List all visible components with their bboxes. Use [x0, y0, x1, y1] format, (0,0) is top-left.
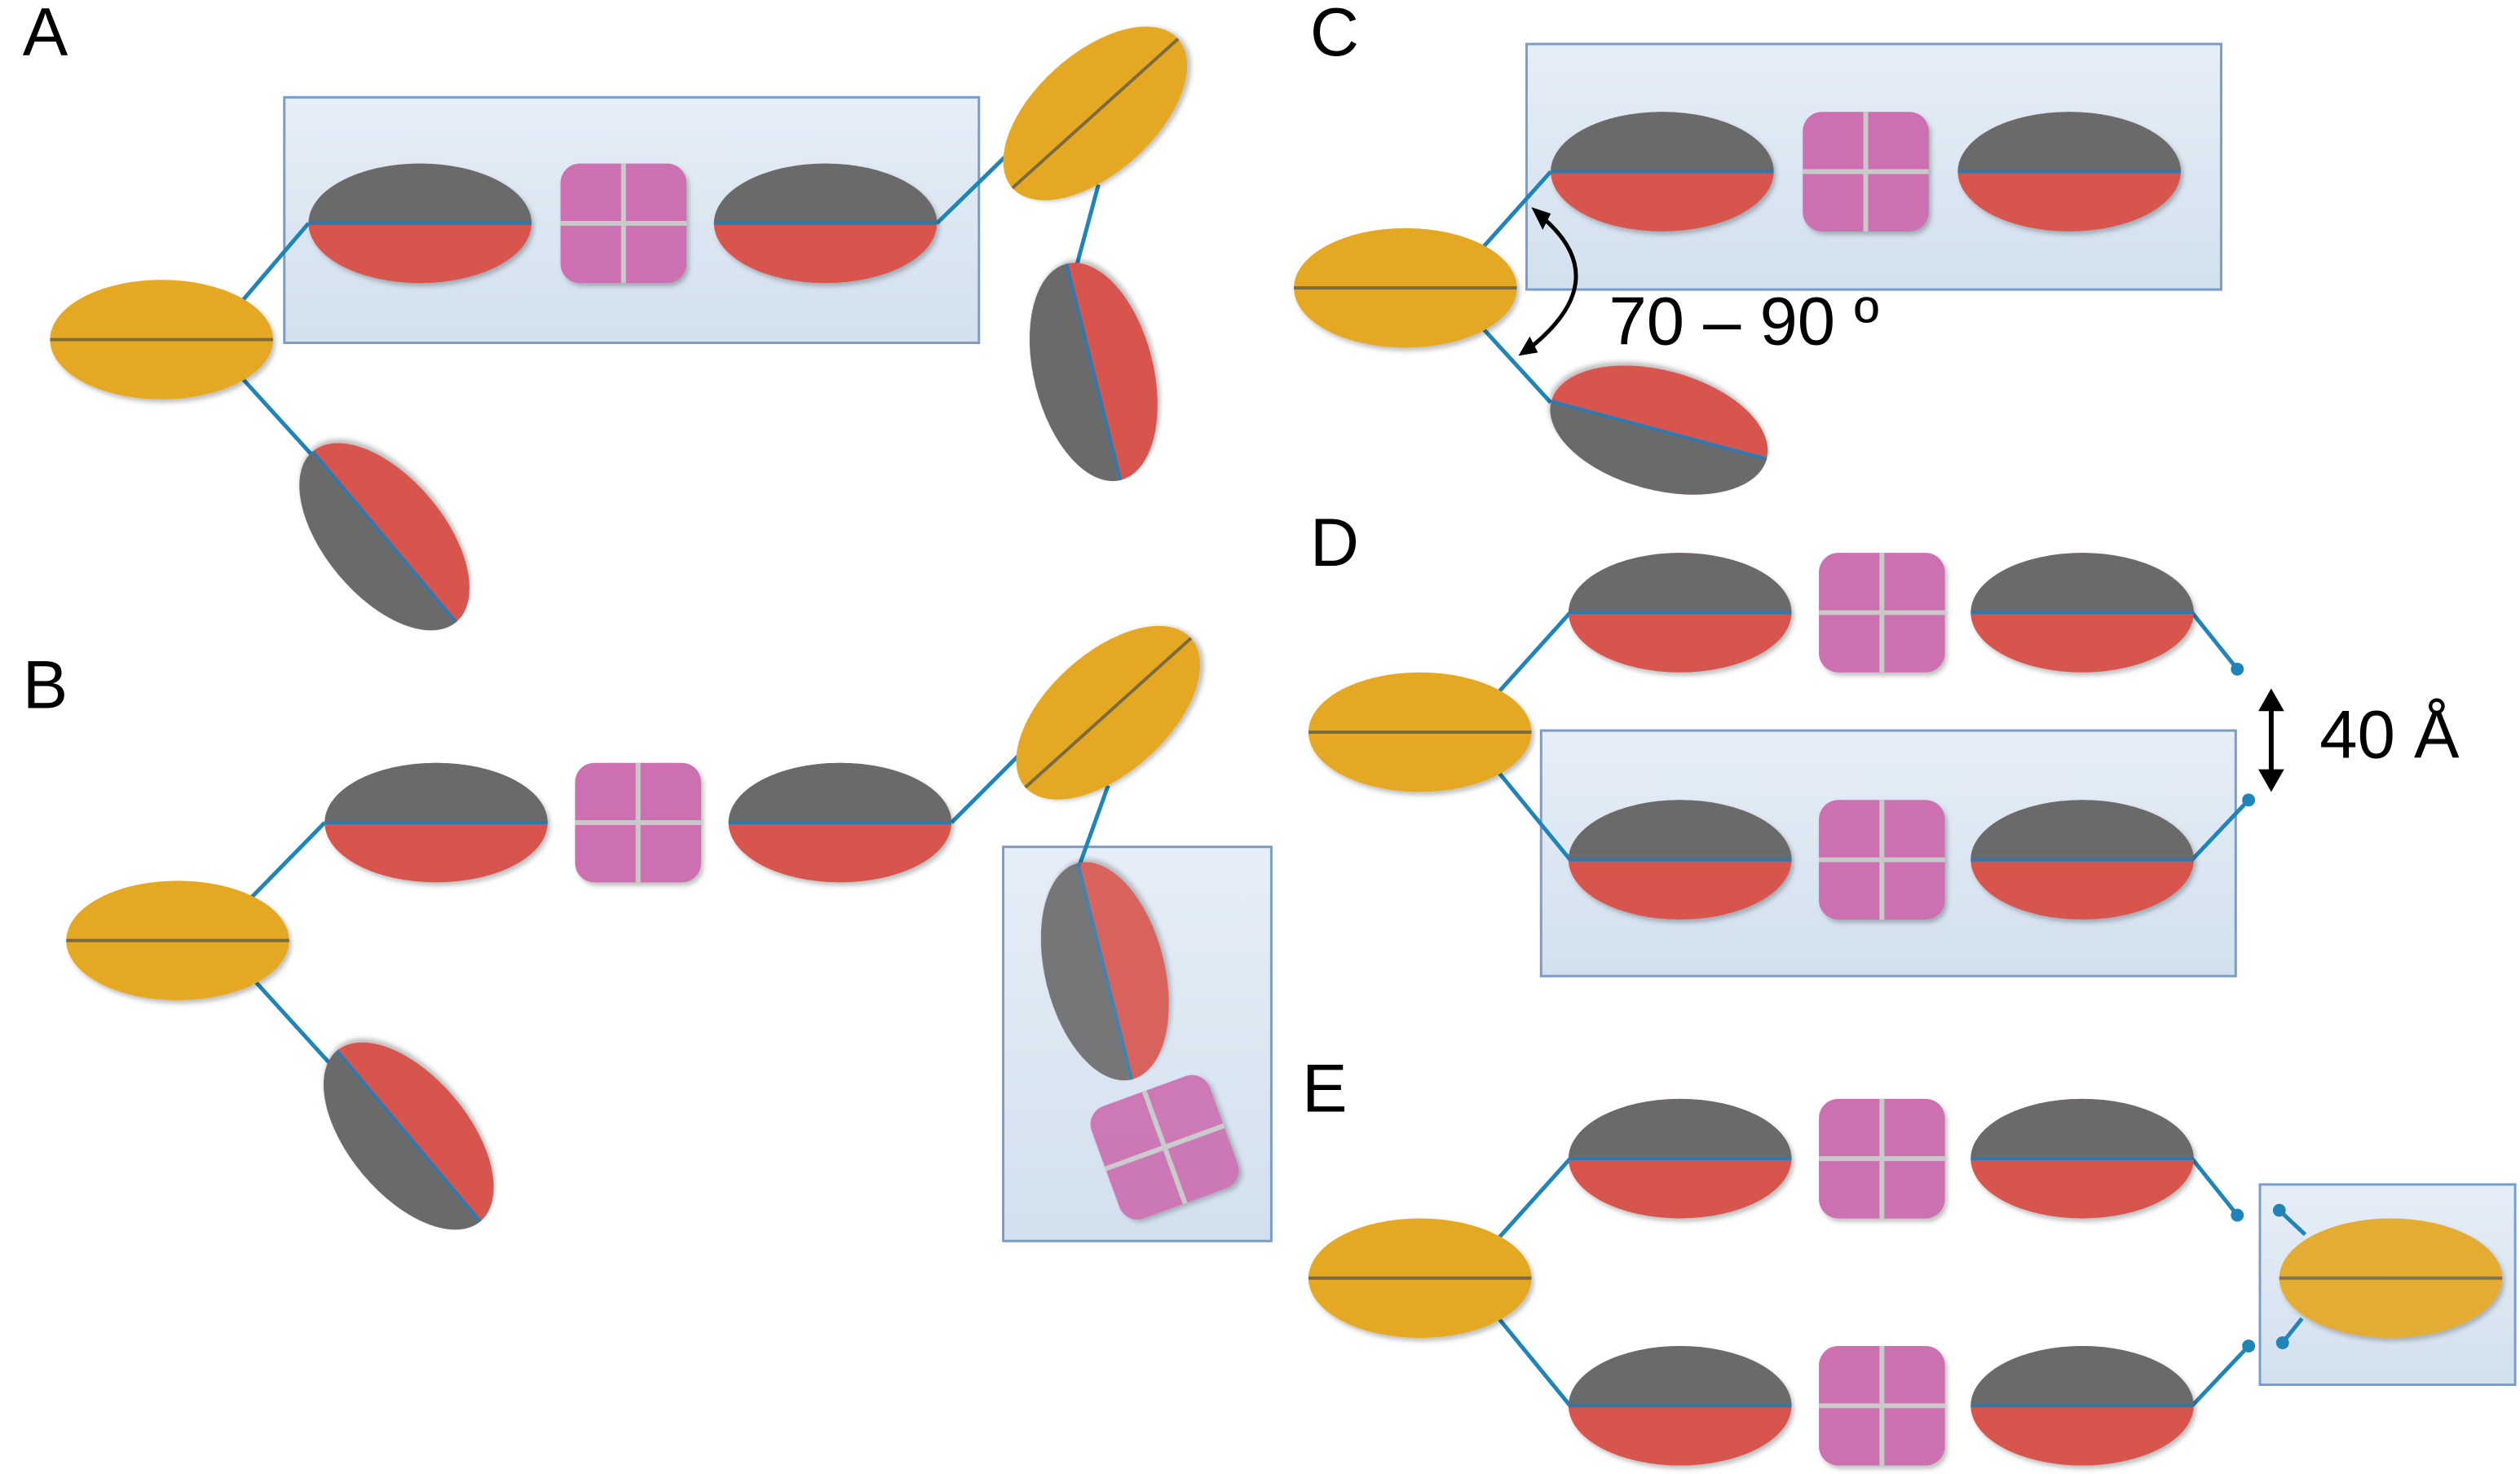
- panel-d-linker-end: [2242, 793, 2256, 807]
- panel-a-linker: [935, 155, 1007, 225]
- panel-b-linker: [950, 755, 1020, 824]
- panel-a-fab-domain: [307, 161, 533, 285]
- panel-b-fc-domain: [64, 879, 291, 1002]
- panel-d-linker: [1495, 770, 1572, 862]
- panel-c-fab-domain: [1956, 110, 2182, 233]
- panel-a-label: A: [23, 0, 68, 70]
- panel-e-fab-domain: [1969, 1097, 2196, 1220]
- panel-c-hinge-module: [1803, 112, 1929, 232]
- panel-e-linker-end: [2231, 1208, 2244, 1222]
- panel-d-hinge-module: [1819, 553, 1945, 673]
- panel-b-linker: [249, 821, 327, 900]
- panel-b-hinge-module: [575, 763, 701, 883]
- panel-c-arrowhead: [1531, 207, 1551, 230]
- panel-d-linker-end: [2231, 662, 2244, 676]
- panel-c-label: C: [1310, 0, 1359, 70]
- panel-c-arrowhead: [1518, 336, 1538, 356]
- panel-d-fc-domain: [1306, 670, 1534, 794]
- panel-b-fab-domain: [323, 761, 549, 885]
- panel-b-fc-domain-tilted: [983, 592, 1233, 834]
- panel-e-fc-domain: [1306, 1216, 1534, 1340]
- panel-d: D 40 Å: [1306, 505, 2460, 978]
- panel-e-linker: [2190, 1157, 2240, 1217]
- panel-e-linker: [1495, 1157, 1572, 1241]
- panel-b-label: B: [23, 647, 68, 722]
- panel-a-hinge-module: [561, 164, 687, 284]
- panel-d-fab-domain: [1969, 551, 2196, 674]
- panel-c-fc-domain: [1292, 226, 1519, 350]
- panel-b-fab-domain: [726, 761, 954, 885]
- panel-b-linker: [1077, 784, 1110, 867]
- panel-a-linker: [241, 222, 311, 302]
- panel-d-hinge-module: [1819, 800, 1945, 920]
- panel-e-label: E: [1302, 1051, 1348, 1127]
- panel-d-label: D: [1310, 505, 1359, 580]
- panel-e-hinge-module: [1819, 1099, 1945, 1219]
- panel-a-linker: [1074, 183, 1101, 270]
- panel-b: B: [23, 592, 1273, 1262]
- panel-e-fc-domain-highlighted: [2277, 1216, 2505, 1340]
- panel-c-fab-domain-tilted: [1534, 342, 1784, 519]
- panel-c-linker: [1480, 325, 1552, 404]
- panel-a-fab-domain-tilted: [1007, 247, 1181, 496]
- panel-e-linker-end: [2242, 1339, 2256, 1353]
- panel-c-angle-label: 70 – 90 º: [1609, 284, 1878, 360]
- panel-e-fab-domain: [1566, 1097, 1794, 1220]
- panel-c-linker: [1480, 170, 1552, 251]
- panel-e: E: [1302, 1051, 2517, 1467]
- panel-b-linker: [249, 974, 333, 1066]
- panel-e-linker: [1495, 1315, 1572, 1407]
- panel-e-linker-end: [2272, 1203, 2286, 1217]
- panel-d-linker: [2190, 798, 2250, 862]
- panel-d-linker: [2190, 611, 2240, 671]
- panel-d-fab-domain: [1566, 551, 1794, 674]
- panel-a-fab-domain-tilted: [265, 411, 504, 663]
- panel-c: C 70 – 90 º: [1292, 0, 2222, 519]
- panel-a: A: [23, 0, 1220, 663]
- panel-a-fab-domain: [712, 161, 939, 285]
- panel-e-linker: [2190, 1344, 2250, 1408]
- panel-e-hinge-module: [1819, 1346, 1945, 1466]
- panel-d-fab-domain: [1969, 798, 2196, 921]
- panel-d-linker: [1495, 611, 1572, 695]
- panel-d-arrowhead: [2258, 688, 2284, 712]
- panel-a-fc-domain: [48, 278, 275, 401]
- panel-c-fab-domain: [1549, 110, 1776, 233]
- panel-c-angle-arrow: [1526, 212, 1578, 351]
- panel-b-fab-domain-tilted: [289, 1010, 528, 1262]
- panel-e-linker-end: [2275, 1336, 2289, 1349]
- panel-e-fab-domain: [1566, 1344, 1794, 1467]
- panel-e-fab-domain: [1969, 1344, 2196, 1467]
- panel-d-arrowhead: [2258, 769, 2284, 792]
- panel-a-linker: [241, 377, 325, 469]
- panel-d-fab-domain: [1566, 798, 1794, 921]
- panel-d-distance-label: 40 Å: [2319, 697, 2460, 773]
